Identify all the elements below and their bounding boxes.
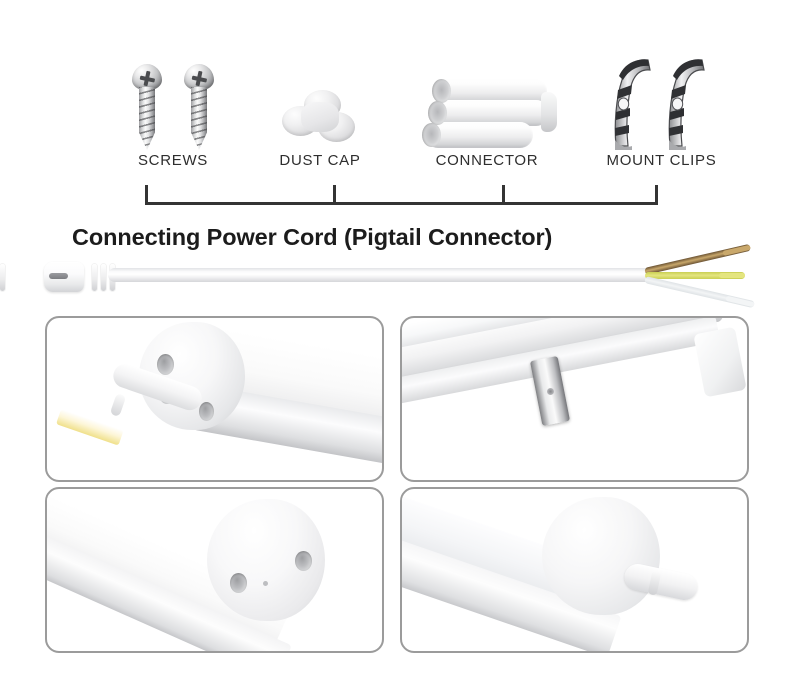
bracket-tick: [145, 185, 148, 205]
connector-icon: [397, 76, 577, 150]
parts-bracket: [145, 185, 658, 205]
panel-end-cap-sockets: [45, 487, 384, 653]
part-label-mount-clips: MOUNT CLIPS: [606, 152, 717, 169]
bracket-tick: [655, 185, 658, 205]
pigtail-connector-plug: [44, 262, 84, 292]
mount-clip-left: [610, 54, 654, 150]
bracket-tick: [333, 185, 336, 205]
screw-right: [184, 64, 214, 150]
earth-wire-sheath: [645, 272, 745, 279]
earth-wire: [645, 272, 745, 279]
connector-tube: [425, 122, 533, 148]
screws-icon: [83, 64, 263, 150]
mount-clip-screw-hole: [547, 388, 554, 395]
earth-wire-core: [719, 273, 745, 278]
connector-tube: [435, 78, 547, 104]
live-wire: [644, 243, 752, 275]
power-cord-diagram: [0, 243, 792, 309]
plug-rib: [101, 264, 106, 291]
connector-bore: [432, 79, 451, 103]
end-cap-socket: [230, 573, 247, 593]
end-cap-pin-mark: [263, 581, 268, 586]
screw-threads: [191, 87, 207, 150]
tube-end-cap: [542, 497, 660, 615]
connector-bore: [428, 101, 447, 125]
bracket-tick: [502, 185, 505, 205]
connector-bore: [422, 123, 441, 147]
part-label-screws: SCREWS: [137, 152, 209, 169]
mount-clips-icon: [569, 54, 749, 150]
mount-clip-right: [664, 54, 708, 150]
plug-rib: [0, 264, 5, 291]
end-cap-socket: [295, 551, 312, 571]
plug-slot: [49, 273, 68, 279]
dust-cap-center: [301, 102, 339, 132]
bracket-baseline: [145, 202, 658, 205]
plug-rib: [92, 264, 97, 291]
part-label-connector: CONNECTOR: [435, 152, 539, 169]
panel-connector-plug-in: [45, 316, 384, 482]
connector-shape: [421, 76, 557, 150]
screw-left: [132, 64, 162, 150]
parts-row: [0, 0, 792, 150]
power-cord-wire: [108, 268, 653, 282]
dust-cap-shape: [282, 90, 358, 150]
connector-collar: [109, 392, 127, 418]
tube-end-face: [693, 326, 747, 398]
part-label-dust-cap: DUST CAP: [279, 152, 361, 169]
page-title: Connecting Power Cord (Pigtail Connector…: [72, 224, 553, 250]
panel-connector-seated: [400, 487, 749, 653]
neutral-wire: [644, 276, 755, 309]
end-cap-socket: [199, 402, 214, 421]
connector-tube: [431, 100, 549, 126]
end-cap-socket: [157, 354, 174, 375]
connector-nose: [541, 92, 557, 132]
screw-threads: [139, 87, 155, 150]
panel-mount-clip-attached: [400, 316, 749, 482]
dust-cap-icon: [230, 90, 410, 150]
parts-labels-row: SCREWS DUST CAP CONNECTOR MOUNT CLIPS: [0, 152, 792, 178]
